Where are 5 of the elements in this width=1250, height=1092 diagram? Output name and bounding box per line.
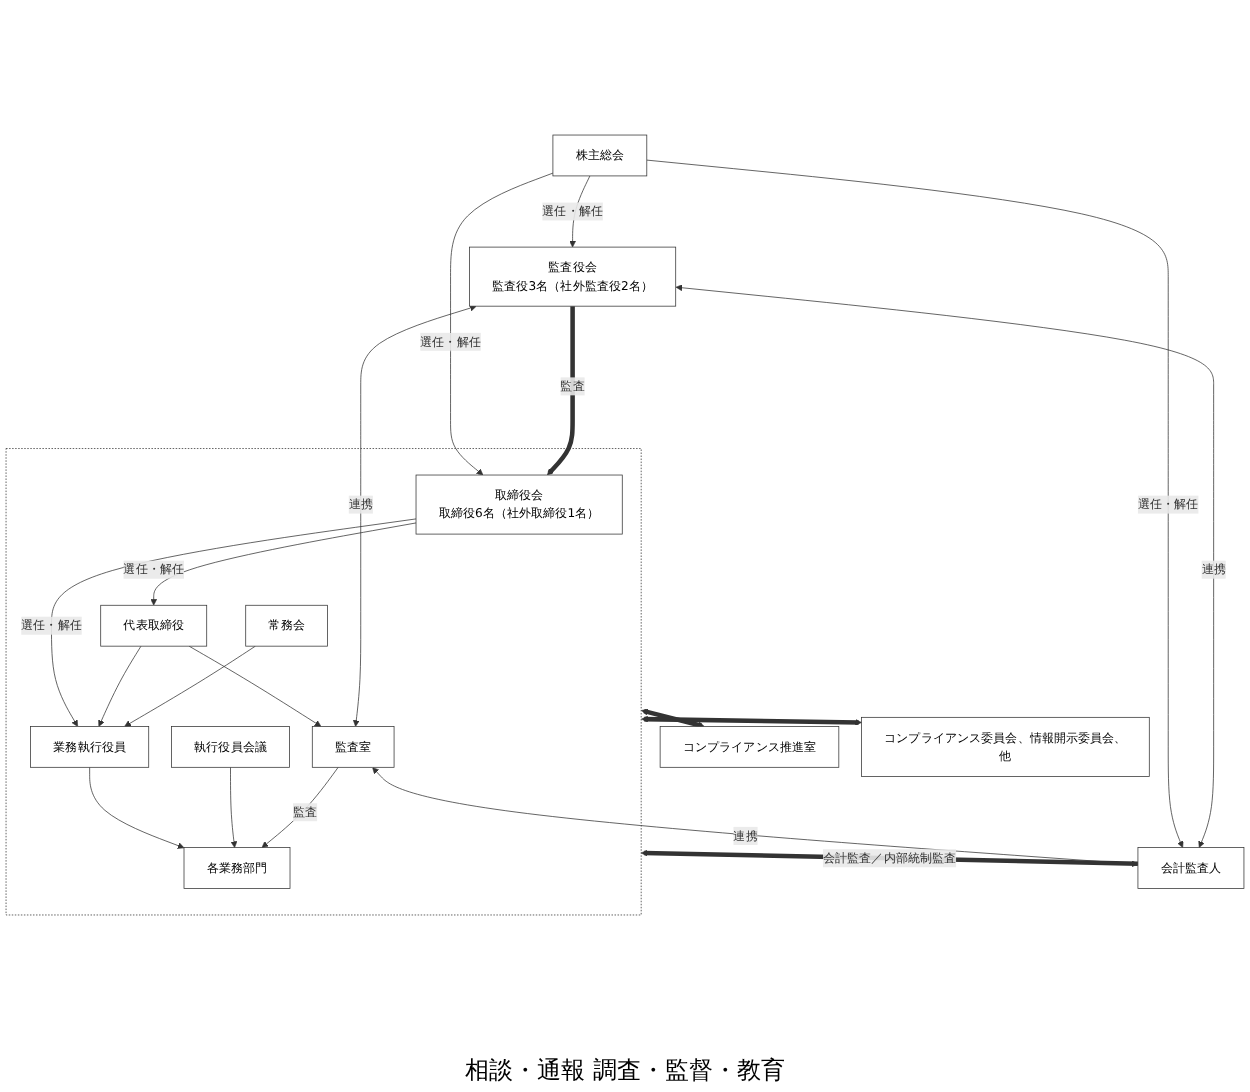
arrow (547, 306, 575, 476)
arrow (641, 708, 705, 729)
cluster (5, 448, 642, 916)
arrow (641, 715, 862, 726)
note-text: 相談・通報 調査・監督・教育 (465, 1054, 785, 1088)
